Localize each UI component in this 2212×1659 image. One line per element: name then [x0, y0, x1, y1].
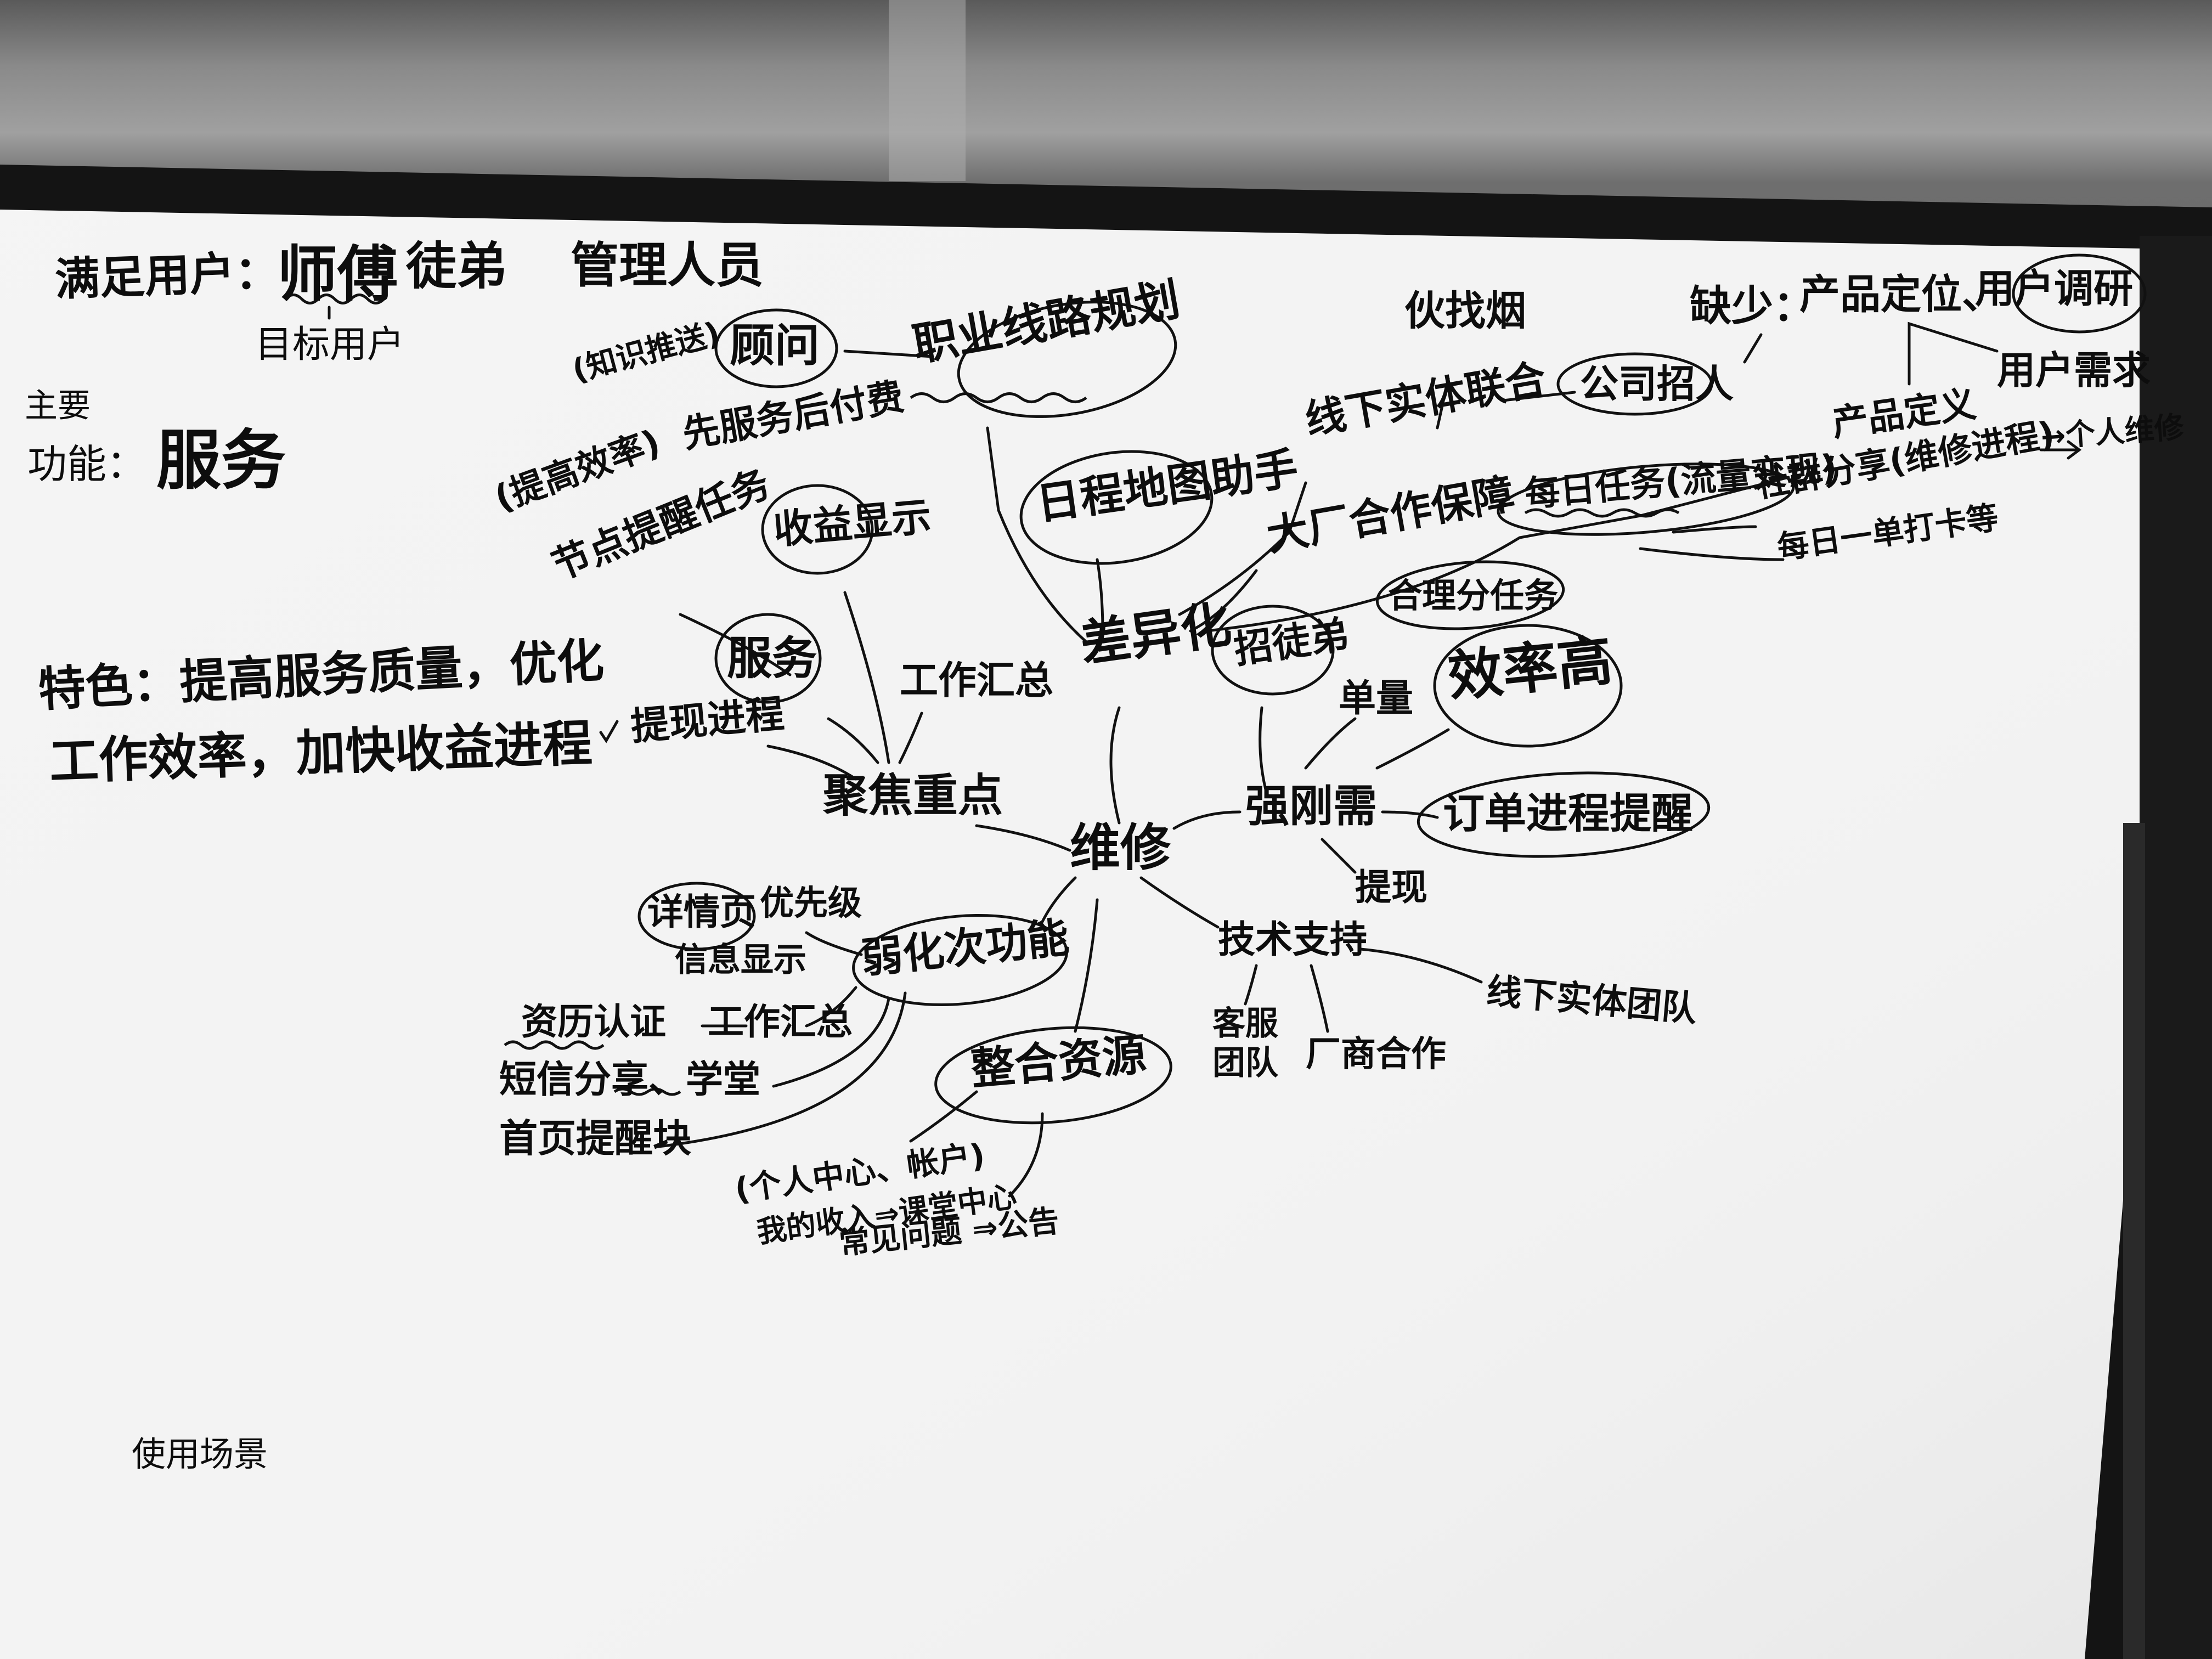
right-stand-edge — [2123, 823, 2145, 1659]
service-node-label: 服务 — [727, 633, 817, 685]
company-recruit-label: 公司招人 — [1580, 362, 1734, 407]
order-reminder-label: 订单进程提醒 — [1443, 789, 1693, 838]
tech-support-label: 技术支持 — [1218, 918, 1368, 962]
info-display-label: 信息显示 — [675, 941, 806, 979]
product-position-label: 产品定位、 — [1799, 271, 2002, 318]
order-volume-label: 单量 — [1339, 677, 1414, 720]
efficiency-high-label: 效率高 — [1444, 628, 1616, 709]
personal-repair-arrow — [2039, 440, 2082, 460]
homepage-reminder-label: 首页提醒块 — [499, 1116, 691, 1161]
assign-task-label: 合理分任务 — [1388, 575, 1559, 616]
find-people-label: 伙找烟 — [1404, 287, 1526, 335]
right-stand — [2140, 236, 2212, 1659]
work-summary-top-label: 工作汇总 — [900, 658, 1053, 703]
sms-share-label: 短信分享、学堂 — [499, 1058, 761, 1102]
priority-label: 优先级 — [760, 883, 862, 923]
usage-scenario-label: 使用场景 — [132, 1434, 268, 1474]
apprentice-label: 徒弟 — [406, 237, 507, 296]
withdraw-label: 提现 — [1355, 866, 1427, 909]
wall-pillar — [889, 0, 966, 181]
main-label: 主要 — [25, 387, 91, 425]
admin-label: 管理人员 — [571, 237, 764, 294]
certificate-label: 资历认证 — [521, 1001, 666, 1043]
user-research-label: 用户调研 — [1975, 266, 2134, 312]
target-users-label: 目标用户 — [255, 323, 405, 366]
focus-label: 聚焦重点 — [823, 770, 1003, 822]
mind-map-lines — [657, 321, 1999, 1198]
user-needs-label: 用户需求 — [1997, 348, 2151, 393]
hard-needs-label: 强刚需 — [1245, 781, 1377, 832]
work-summary-label: 工作汇总 — [708, 1001, 853, 1043]
lack-label: 缺少： — [1690, 281, 1815, 330]
mind-map-circles — [637, 253, 2147, 1125]
master-label: 师傅 — [277, 239, 398, 309]
repair-center-label: 维修 — [1070, 819, 1171, 877]
check-mark — [599, 720, 619, 743]
service-main-label: 服务 — [156, 422, 286, 498]
vendor-coop-label: 厂商合作 — [1306, 1034, 1446, 1075]
satisfy-users-label: 满足用户： — [54, 246, 281, 306]
function-label: 功能： — [27, 441, 146, 487]
detail-page-label: 详情页 — [647, 891, 756, 933]
consultant-label: 顾问 — [730, 320, 820, 372]
cs-team-label: 客服团队 — [1212, 1005, 1278, 1082]
wavy-underlines — [284, 294, 1680, 1096]
